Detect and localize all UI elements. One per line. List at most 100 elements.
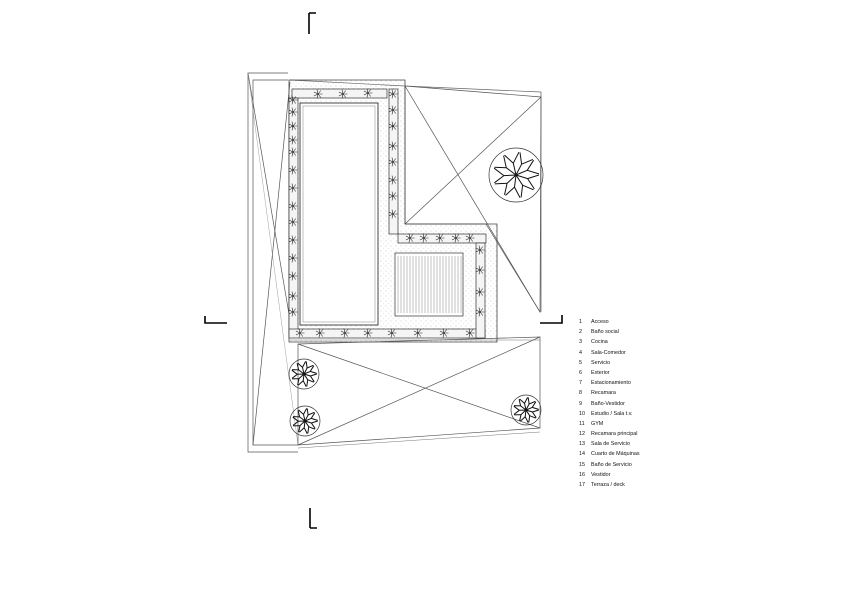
shrub: [288, 135, 298, 145]
legend-item-label: Baño social: [591, 329, 619, 336]
legend-item-label: Servicio: [591, 359, 611, 366]
shrub: [295, 328, 305, 338]
shrub: [435, 233, 445, 243]
legend-item-number: 9: [579, 400, 582, 407]
lot-diagonal-left-2: [252, 81, 291, 446]
legend-item-number: 7: [579, 380, 582, 387]
shrub: [387, 328, 397, 338]
shrub: [388, 191, 398, 201]
site-outline: [247, 72, 542, 453]
shrub: [413, 328, 423, 338]
shrub: [288, 235, 298, 245]
legend-item: 5 Servicio: [579, 358, 709, 368]
planter-inner: [397, 233, 487, 244]
shrub: [288, 165, 298, 175]
shrub: [419, 233, 429, 243]
lot-boundary: [247, 72, 298, 453]
legend-item-number: 8: [579, 390, 582, 397]
section-marker-right: [540, 315, 563, 324]
trees: [288, 147, 544, 437]
legend-item-number: 5: [579, 359, 582, 366]
legend-item-label: Sala-Comedor: [591, 349, 626, 356]
legend-item-label: Recamara principal: [591, 431, 638, 438]
legend-item-number: 11: [579, 420, 585, 427]
legend-item: 12 Recamara principal: [579, 429, 709, 439]
shrub: [288, 307, 298, 317]
shrub: [288, 121, 298, 131]
legend-item-label: Cocina: [591, 339, 608, 346]
legend-item-label: Estudio / Sala t.v.: [591, 410, 633, 417]
shrub: [288, 95, 298, 105]
lot-diagonal-left-1: [247, 72, 291, 321]
shrub: [388, 105, 398, 115]
shrub: [439, 328, 449, 338]
legend-item-label: Baño de Servicio: [591, 461, 632, 468]
shrub: [288, 201, 298, 211]
skylight-slats: [397, 256, 462, 313]
shrub: [288, 217, 298, 227]
shrub: [388, 141, 398, 151]
shrub: [388, 121, 398, 131]
shrub: [388, 157, 398, 167]
legend-item-number: 17: [579, 482, 585, 488]
legend-item: 14 Cuarto de Máquinas: [579, 449, 709, 459]
legend-item-number: 14: [579, 451, 585, 458]
pool: [299, 102, 379, 326]
shrub: [475, 287, 485, 297]
legend-item-label: Acceso: [591, 319, 609, 325]
legend-item-label: Sala de Servicio: [591, 441, 630, 448]
planter-left: [288, 97, 299, 336]
shrub: [475, 265, 485, 275]
legend-item-label: Cuarto de Máquinas: [591, 451, 640, 458]
legend-item: 15 Baño de Servicio: [579, 460, 709, 470]
legend-item-number: 13: [579, 441, 585, 448]
shrub: [288, 253, 298, 263]
legend-item-label: Recamara: [591, 390, 616, 397]
legend-item-number: 4: [579, 349, 582, 356]
legend-item-number: 6: [579, 369, 582, 376]
shrub: [475, 245, 485, 255]
shrub: [313, 89, 323, 99]
legend-item-number: 2: [579, 329, 582, 336]
shrub: [388, 175, 398, 185]
shrub: [388, 89, 398, 99]
section-marker-top: [308, 12, 316, 34]
legend-item: 10 Estudio / Sala t.v.: [579, 409, 709, 419]
building: [288, 79, 498, 343]
legend-item: 13 Sala de Servicio: [579, 439, 709, 449]
section-markers: [204, 12, 563, 529]
planter-top: [291, 88, 388, 99]
skylight: [394, 252, 464, 317]
shrub: [363, 328, 373, 338]
shrub: [451, 233, 461, 243]
shrub: [288, 271, 298, 281]
shrub: [288, 147, 298, 157]
shrub: [475, 307, 485, 317]
shrub: [388, 209, 398, 219]
legend-item-number: 15: [579, 461, 585, 468]
section-marker-left: [204, 316, 227, 324]
shrub: [338, 89, 348, 99]
legend-item-label: Vestidor: [591, 471, 611, 478]
legend-item: 1 Acceso: [579, 317, 709, 327]
legend-item-number: 10: [579, 410, 585, 417]
legend-item-number: 12: [579, 431, 585, 438]
shrub: [340, 328, 350, 338]
shrub: [288, 183, 298, 193]
shrubs: [288, 88, 485, 338]
legend-item: 7 Estacionamiento: [579, 378, 709, 388]
legend-item-label: Estacionamiento: [591, 380, 631, 387]
legend-item: 6 Exterior: [579, 368, 709, 378]
legend-item: 2 Baño social: [579, 327, 709, 337]
planter-right: [475, 242, 486, 339]
legend-item-label: Exterior: [591, 369, 610, 376]
legend-item-number: 1: [579, 319, 582, 325]
lot-inner-boundary: [252, 79, 298, 446]
